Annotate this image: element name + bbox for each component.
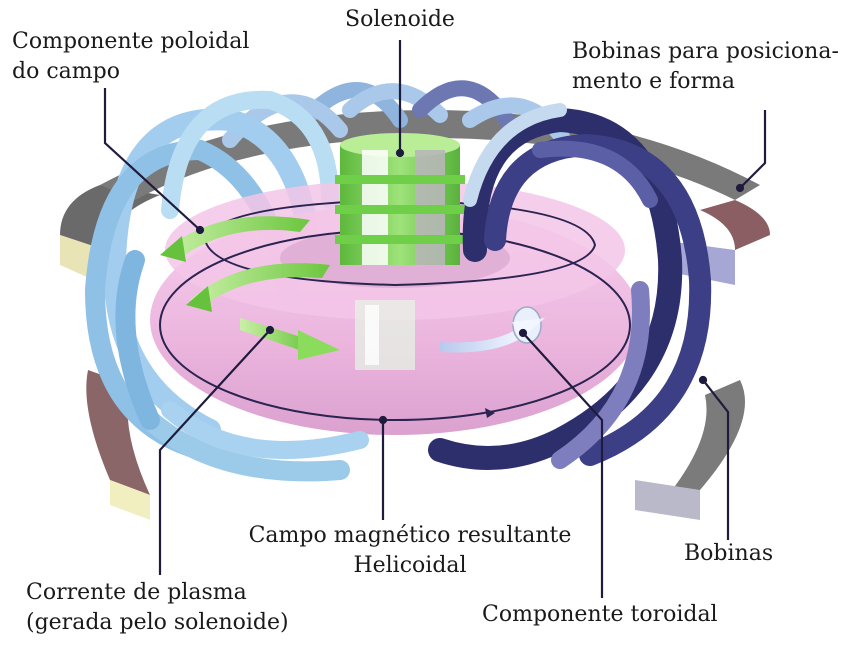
- label-poloidal-line2: do campo: [12, 58, 120, 86]
- label-toroidal: Componente toroidal: [482, 601, 718, 629]
- label-plasma-line1: Corrente de plasma: [26, 579, 247, 607]
- label-resultant-line1: Campo magnético resultante: [240, 522, 580, 550]
- label-solenoid: Solenoide: [345, 6, 455, 34]
- leader-shaping-coils: [740, 110, 765, 188]
- label-shaping-line2: mento e forma: [572, 68, 735, 96]
- label-shaping-line1: Bobinas para posiciona-: [572, 38, 839, 66]
- label-resultant-line2: Helicoidal: [240, 552, 580, 580]
- label-plasma-line2: (gerada pelo solenoide): [26, 609, 289, 637]
- label-poloidal-line1: Componente poloidal: [12, 28, 249, 56]
- label-coils: Bobinas: [684, 540, 773, 568]
